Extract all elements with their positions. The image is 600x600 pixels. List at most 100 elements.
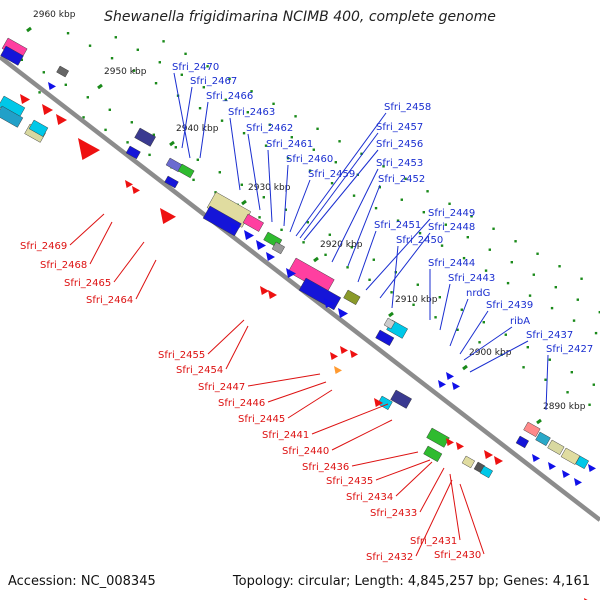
gene-block [164,175,179,189]
forward-gene-label: Sfri_2470 [172,62,219,73]
guide-dot [440,244,444,247]
leader-line [289,179,311,233]
guide-dot [104,128,107,132]
tick-label: 2930 kbp [248,183,291,193]
leader-line [267,149,273,223]
guide-dot [132,69,136,72]
guide-dot [466,236,469,239]
forward-gene-label: Sfri_2462 [246,123,293,134]
guide-dot [196,158,199,161]
leader-line [247,133,261,211]
reverse-gene-label: Sfri_2446 [218,398,265,409]
guide-dot [470,215,473,218]
guide-dot [576,298,579,301]
gene-arrow [260,286,269,295]
reverse-gene-label: Sfri_2454 [176,365,223,376]
guide-dot [66,32,70,35]
label-leader-lines [69,72,549,557]
guide-dot [372,258,375,261]
guide-dot [312,148,315,151]
forward-gene-label: Sfri_2456 [376,139,423,150]
forward-gene-label: Sfri_2452 [378,174,425,185]
guide-dot [158,61,161,64]
reverse-gene-label: Sfri_2430 [434,550,481,561]
gene-arrow [446,438,454,446]
leader-line [357,230,377,283]
guide-dot [324,253,327,257]
guide-dot [264,144,268,147]
gene-arrow [532,454,540,462]
leader-line [199,101,209,159]
forward-gene-label: Sfri_2450 [396,235,443,246]
guide-dot [228,77,231,81]
gene-block [461,455,475,469]
forward-gene-label: Sfri_2451 [374,220,421,231]
gene-block [423,445,443,462]
guide-dot [110,57,114,60]
leader-line [89,221,113,265]
forward-gene-label: Sfri_2461 [266,139,313,150]
guide-dot [108,108,111,111]
dotted-guide-tracks [20,32,600,406]
guide-dot [368,278,371,281]
reverse-gene-label: Sfri_2440 [282,446,329,457]
tick-label: 2910 kbp [395,295,438,305]
guide-dot [484,269,488,272]
reverse-gene-label: Sfri_2445 [238,414,285,425]
guide-dot [294,115,297,118]
guide-dot [306,221,309,224]
guide-dot [526,346,529,349]
guide-dot [460,308,463,311]
guide-dot [136,48,139,51]
gene-block [390,389,412,409]
guide-dot [328,233,331,236]
gene-block [177,163,195,179]
leader-line [391,245,399,309]
guide-dot [598,310,600,314]
leader-line [347,184,381,267]
guide-dot [492,227,495,230]
guide-dot [180,73,183,76]
gene-arrow [268,290,277,299]
guide-dot [400,198,403,201]
gene-block [343,289,361,305]
gene-arrow [160,208,176,224]
reverse-gene-label: Sfri_2455 [158,350,205,361]
leader-line [365,218,431,291]
gene-block [515,435,529,449]
gene-block [375,329,395,346]
gene-arrow [374,398,383,407]
genome-summary-text: Topology: circular; Length: 4,845,257 bp… [232,574,590,589]
gene-arrow [244,230,254,240]
gene-block [134,127,156,147]
gene-arrow [20,94,30,104]
leader-line [459,483,485,555]
guide-dot [448,202,451,205]
tick-label: 2960 kbp [33,10,76,20]
guide-dot [198,107,202,110]
forward-gene-label: Sfri_2427 [546,344,593,355]
gene-arrow [266,252,275,261]
leader-line [379,232,431,299]
guide-dot [434,316,437,319]
gene-block [575,455,589,470]
gene-arrow [588,464,596,472]
guide-dot [268,123,271,126]
guide-dot [202,86,205,89]
leader-line [113,241,145,283]
guide-dot [506,281,510,285]
guide-dot [280,228,283,232]
gene-arrow [42,104,53,115]
gene-labels: Sfri_2470Sfri_2467Sfri_2466Sfri_2463Sfri… [20,62,593,563]
tick-mark [169,140,175,147]
leader-line [295,112,387,237]
forward-gene-label: Sfri_2449 [428,208,475,219]
gene-arrow [494,456,503,465]
guide-dot [82,116,85,119]
guide-dot [316,127,319,130]
forward-gene-label: Sfri_2453 [376,158,423,169]
leader-line [331,168,379,263]
gene-arrow [438,380,446,388]
forward-gene-label: Sfri_2463 [228,107,275,118]
